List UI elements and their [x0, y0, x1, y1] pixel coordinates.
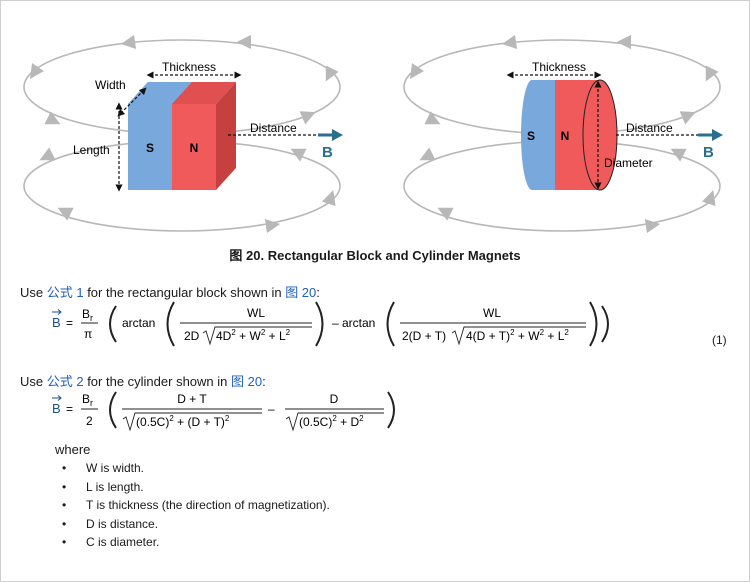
formula-2-link[interactable]: 公式 2 [46, 374, 84, 389]
eq2-num-1: D + T [177, 392, 207, 406]
thickness-label-left: Thickness [162, 60, 216, 74]
eq2-intro-colon: : [262, 374, 266, 389]
equation-number: (1) [712, 333, 727, 347]
b-vector-symbol-2: B [52, 395, 62, 416]
eq1-equals: = [66, 316, 73, 330]
list-item: D is distance. [62, 515, 330, 534]
thickness-label-right: Thickness [532, 60, 586, 74]
eq2-den-1: (0.5C)2 + (D + T)2 [136, 414, 230, 429]
eq2-intro: Use 公式 2 for the cylinder shown in 图 20: [20, 371, 266, 390]
eq2-equals: = [66, 402, 73, 416]
svg-text:B: B [52, 401, 61, 416]
eq1-den-2-a: 2(D + T) [402, 329, 446, 343]
svg-text:B: B [52, 315, 61, 330]
list-item: W is width. [62, 459, 330, 478]
eq1-num-1: WL [247, 306, 265, 320]
figure-20-link-1[interactable]: 图 20 [285, 285, 317, 300]
eq1-intro-colon: : [316, 285, 320, 300]
definitions-list: W is width. L is length. T is thickness … [62, 459, 330, 552]
magnet-figure: S N Thickness Width Length Distance B [23, 34, 723, 234]
equation-1: B = Br π arctan WL 2D 4D2 + W2 + L2 – ar… [52, 301, 609, 347]
formula-1-link[interactable]: 公式 1 [46, 285, 84, 300]
b-vector-left: B [322, 144, 333, 161]
south-label-left: S [146, 141, 154, 155]
north-label-right: N [561, 129, 570, 143]
width-label: Width [95, 78, 126, 92]
equation-2: B = Br 2 D + T (0.5C)2 + (D + T)2 – D (0… [52, 391, 395, 432]
eq1-arctan-1: arctan [122, 316, 155, 330]
eq2-den-2: (0.5C)2 + D2 [299, 414, 364, 429]
eq1-minus: – [332, 316, 339, 330]
cylinder-magnet: S N [521, 79, 618, 191]
figure-caption: 图 20. Rectangular Block and Cylinder Mag… [229, 248, 521, 263]
list-item: C is diameter. [62, 533, 330, 552]
b-vector-right: B [703, 144, 714, 161]
distance-label-left: Distance [250, 121, 297, 135]
eq2-two: 2 [86, 414, 93, 428]
diameter-label: Diameter [604, 156, 653, 170]
where-label: where [55, 442, 91, 457]
eq1-arctan-2: arctan [342, 316, 375, 330]
eq1-den-1-a: 2D [184, 329, 200, 343]
eq1-br: Br [82, 307, 93, 323]
eq1-den-2: 4(D + T)2 + W2 + L2 [466, 328, 569, 343]
list-item: L is length. [62, 478, 330, 497]
north-label-left: N [190, 141, 199, 155]
eq1-intro-mid: for the rectangular block shown in [83, 285, 286, 300]
eq1-den-1: 4D2 + W2 + L2 [216, 328, 291, 343]
eq2-minus: – [268, 402, 275, 416]
eq2-num-2: D [330, 392, 339, 406]
eq2-br: Br [82, 392, 93, 408]
figure-20-link-2[interactable]: 图 20 [230, 374, 263, 389]
eq1-intro: Use 公式 1 for the rectangular block shown… [20, 282, 320, 301]
south-label-right: S [527, 129, 535, 143]
eq1-num-2: WL [483, 306, 501, 320]
block-magnet: S N [128, 82, 236, 190]
b-vector-symbol-1: B [52, 309, 62, 330]
eq1-intro-text: Use [20, 285, 47, 300]
distance-label-right: Distance [626, 121, 673, 135]
eq2-intro-text: Use [20, 374, 47, 389]
length-label: Length [73, 143, 110, 157]
eq1-pi: π [84, 327, 92, 341]
eq2-intro-mid: for the cylinder shown in [83, 374, 231, 389]
list-item: T is thickness (the direction of magneti… [62, 496, 330, 515]
